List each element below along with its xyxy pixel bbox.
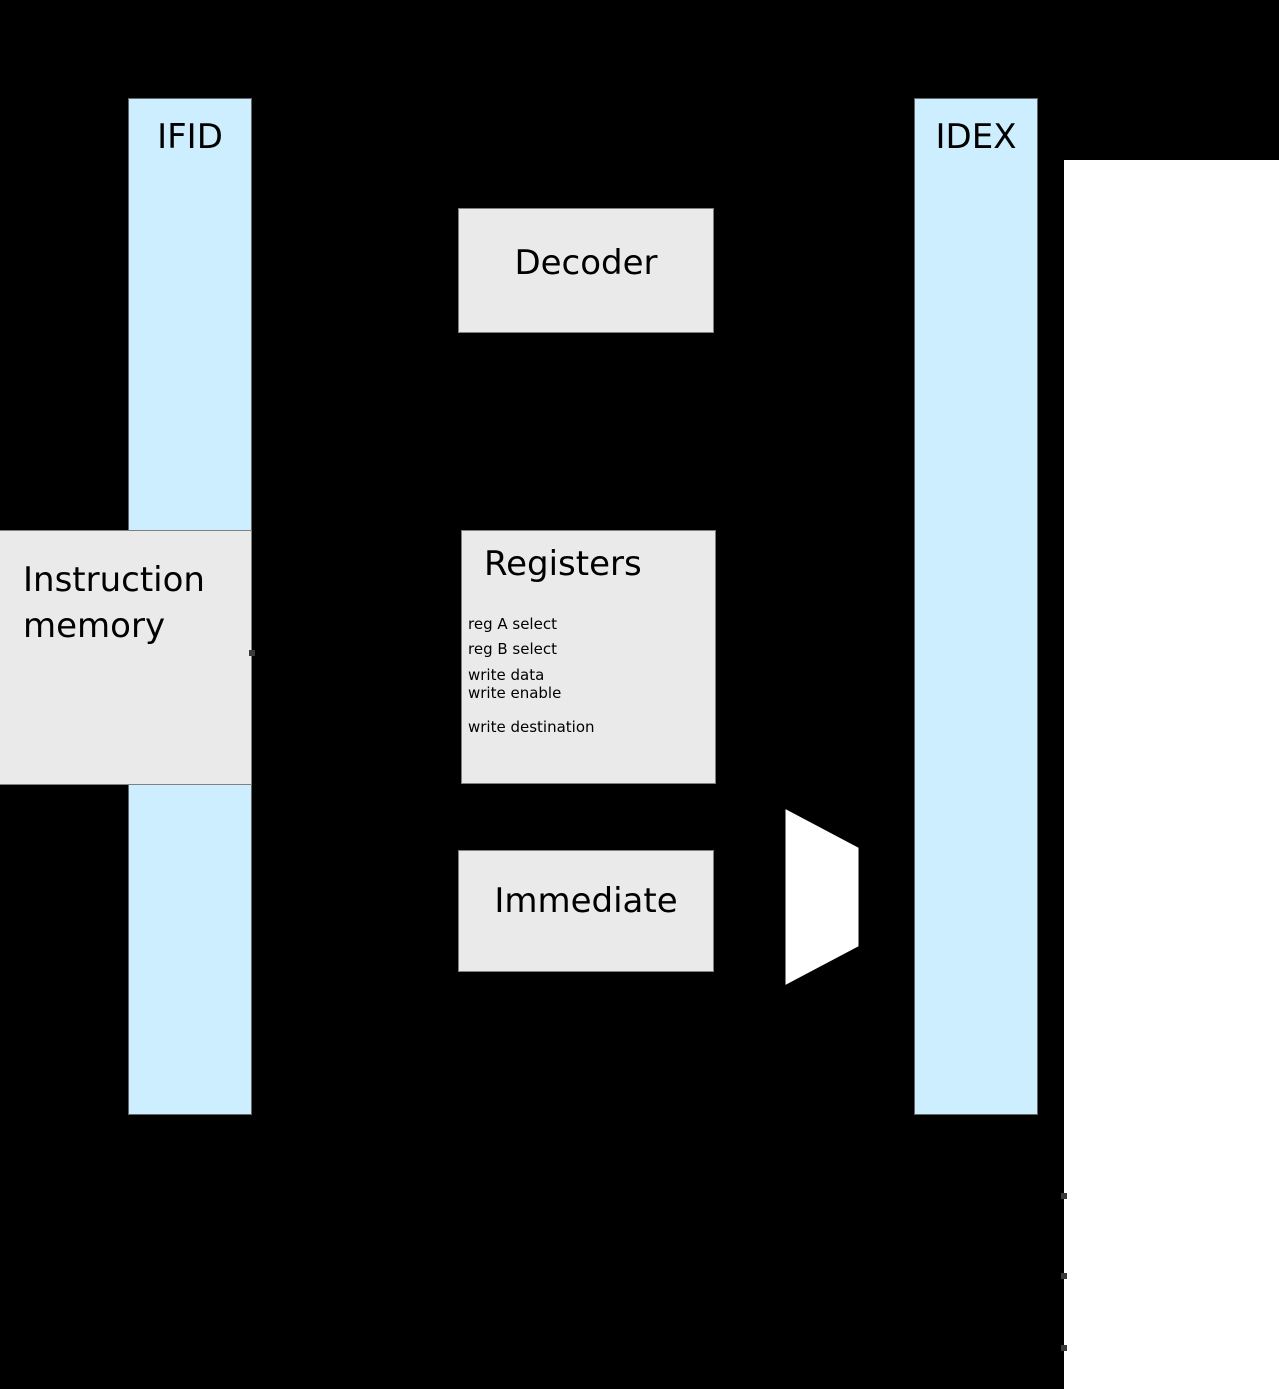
pipeline-register-ifid-label: IFID [157, 117, 223, 157]
white-background-panel [1064, 160, 1279, 1389]
connector-tick-imem-right [249, 650, 255, 656]
block-registers-label: Registers [484, 544, 642, 584]
block-instruction-memory[interactable]: Instruction memory [0, 530, 252, 785]
registers-port-write-enable: write enable [468, 684, 562, 702]
pipeline-register-idex-label: IDEX [935, 117, 1017, 157]
registers-port-reg-a-select: reg A select [468, 615, 557, 633]
block-decoder-label: Decoder [514, 243, 658, 283]
connector-tick-panel-left-1 [1061, 1193, 1067, 1199]
registers-port-reg-b-select: reg B select [468, 640, 557, 658]
block-registers[interactable]: Registers reg A select reg B select writ… [461, 530, 716, 784]
registers-port-list: reg A select reg B select write data wri… [468, 615, 711, 736]
block-immediate[interactable]: Immediate [458, 850, 714, 972]
registers-port-write-destination: write destination [468, 718, 595, 736]
pipeline-register-idex[interactable]: IDEX [914, 98, 1038, 1115]
block-decoder[interactable]: Decoder [458, 208, 714, 333]
connector-tick-panel-left-2 [1061, 1273, 1067, 1279]
registers-port-write-data: write data [468, 666, 545, 684]
block-instruction-memory-label: Instruction memory [23, 560, 205, 646]
connector-tick-panel-left-3 [1061, 1345, 1067, 1351]
block-immediate-label: Immediate [494, 881, 678, 921]
multiplexer-shape[interactable] [784, 808, 860, 986]
